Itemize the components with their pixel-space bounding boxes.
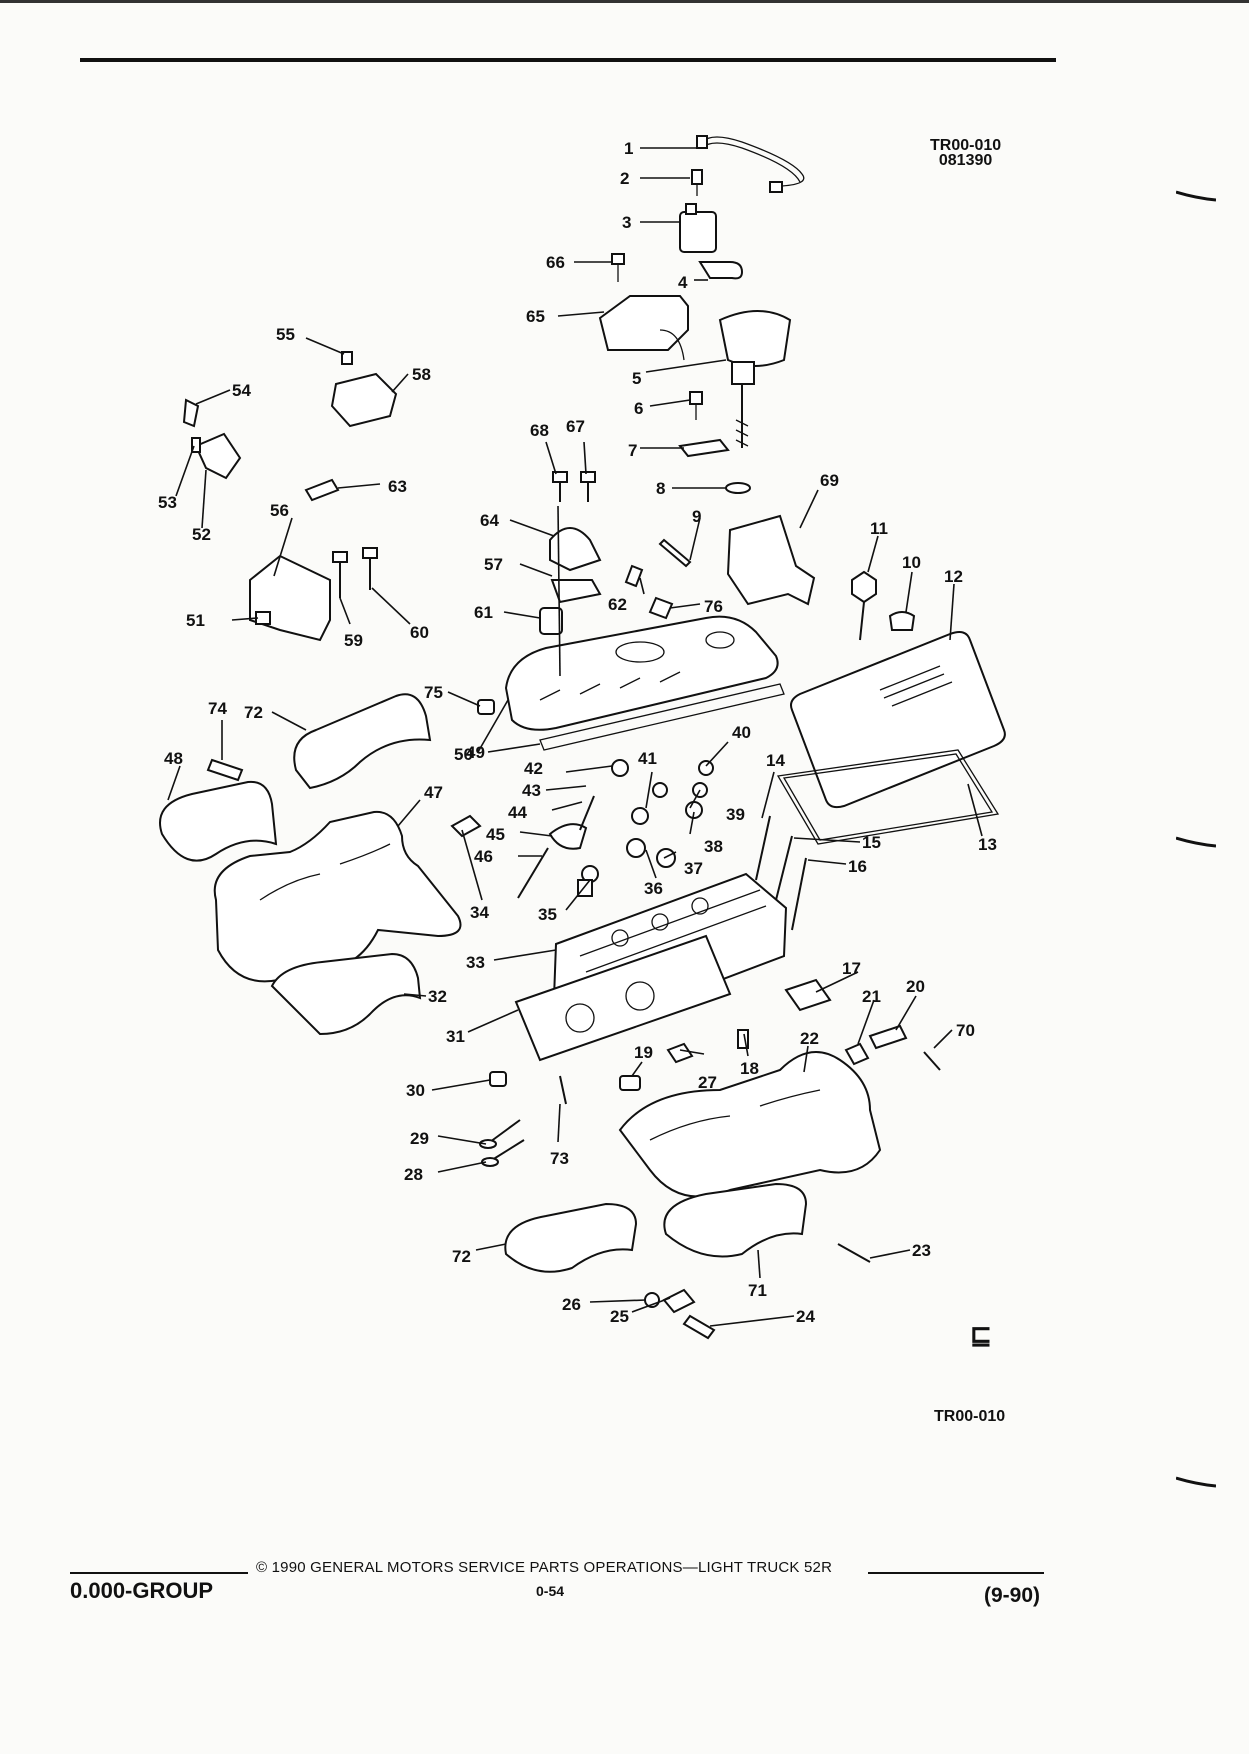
margin-mark [1176, 190, 1216, 202]
callout-9: 9 [692, 507, 701, 526]
callout-22: 22 [800, 1029, 819, 1048]
footer-group: 0.000-GROUP [70, 1578, 214, 1603]
callout-28: 28 [404, 1165, 423, 1184]
footer-copyright: © 1990 GENERAL MOTORS SERVICE PARTS OPER… [256, 1559, 833, 1576]
callout-3: 3 [622, 213, 631, 232]
drawing-code: TR00-010 081390 [930, 137, 1002, 169]
callout-63: 63 [388, 477, 407, 496]
callout-2: 2 [620, 169, 629, 188]
callout-18: 18 [740, 1059, 759, 1078]
callout-4: 4 [678, 273, 688, 292]
callout-26: 26 [562, 1295, 581, 1314]
gm-parts-logo: ⊑ [970, 1320, 992, 1350]
callout-16: 16 [848, 857, 867, 876]
callout-30: 30 [406, 1081, 425, 1100]
callout-39: 39 [726, 805, 745, 824]
footer-rule-left [70, 1572, 248, 1574]
callout-58: 58 [412, 365, 431, 384]
callout-59: 59 [344, 631, 363, 650]
callout-46: 46 [474, 847, 493, 866]
callout-64: 64 [480, 511, 499, 530]
callout-21: 21 [862, 987, 881, 1006]
callout-50: 50 [454, 745, 473, 764]
callout-68: 68 [530, 421, 549, 440]
margin-mark [1176, 836, 1216, 848]
callout-40: 40 [732, 723, 751, 742]
callout-32: 32 [428, 987, 447, 1006]
callout-19: 19 [634, 1043, 653, 1062]
margin-mark [1176, 1476, 1216, 1488]
header-rule [80, 58, 1056, 62]
callout-72b: 72 [452, 1247, 471, 1266]
callout-29: 29 [410, 1129, 429, 1148]
callout-10: 10 [902, 553, 921, 572]
callout-66: 66 [546, 253, 565, 272]
callout-1: 1 [624, 139, 633, 158]
callout-61: 61 [474, 603, 493, 622]
callout-56: 56 [270, 501, 289, 520]
callout-42: 42 [524, 759, 543, 778]
callout-44: 44 [508, 803, 527, 822]
callout-60: 60 [410, 623, 429, 642]
scan-edge [0, 0, 1249, 3]
callout-72a: 72 [244, 703, 263, 722]
callout-67: 67 [566, 417, 585, 436]
callout-13: 13 [978, 835, 997, 854]
callout-33: 33 [466, 953, 485, 972]
drawing-date-code: 081390 [938, 152, 993, 169]
callout-25: 25 [610, 1307, 629, 1326]
drawing-code-bottom: TR00-010 [934, 1408, 1006, 1425]
callout-7: 7 [628, 441, 637, 460]
callout-75: 75 [424, 683, 443, 702]
callout-54: 54 [232, 381, 251, 400]
footer-date: (9-90) [984, 1584, 1041, 1607]
callout-43: 43 [522, 781, 541, 800]
callout-11: 11 [870, 519, 888, 538]
callout-17: 17 [842, 959, 861, 978]
leader-lines [167, 147, 983, 1327]
callout-38: 38 [704, 837, 723, 856]
callout-6: 6 [634, 399, 643, 418]
callout-73: 73 [550, 1149, 569, 1168]
callout-20: 20 [906, 977, 925, 996]
callout-55: 55 [276, 325, 295, 344]
footer-page-number: 0-54 [536, 1583, 565, 1599]
callout-47: 47 [424, 783, 443, 802]
callout-35: 35 [538, 905, 557, 924]
drawing-code-text: TR00-010 [930, 137, 1002, 154]
callout-12: 12 [944, 567, 963, 586]
callout-37: 37 [684, 859, 703, 878]
callout-69: 69 [820, 471, 839, 490]
callout-labels: 1 2 3 4 5 6 7 8 9 10 11 12 13 14 15 16 1… [158, 139, 997, 1326]
callout-31: 31 [446, 1027, 465, 1046]
callout-74: 74 [208, 699, 227, 718]
callout-62: 62 [608, 595, 627, 614]
callout-8: 8 [656, 479, 665, 498]
callout-71: 71 [748, 1281, 767, 1300]
callout-15: 15 [862, 833, 881, 852]
callout-57: 57 [484, 555, 503, 574]
callout-51: 51 [186, 611, 205, 630]
callout-70: 70 [956, 1021, 975, 1040]
callout-24: 24 [796, 1307, 815, 1326]
callout-14: 14 [766, 751, 785, 770]
callout-5: 5 [632, 369, 641, 388]
callout-53: 53 [158, 493, 177, 512]
parts-artwork [159, 135, 1006, 1340]
callout-34: 34 [470, 903, 489, 922]
callout-48: 48 [164, 749, 183, 768]
callout-49: 49 [466, 743, 485, 762]
footer-rule-right [868, 1572, 1044, 1574]
callout-27: 27 [698, 1073, 717, 1092]
callout-23: 23 [912, 1241, 931, 1260]
callout-41: 41 [638, 749, 657, 768]
callout-52: 52 [192, 525, 211, 544]
callout-45: 45 [486, 825, 505, 844]
callout-65: 65 [526, 307, 545, 326]
callout-36: 36 [644, 879, 663, 898]
callout-76: 76 [704, 597, 723, 616]
